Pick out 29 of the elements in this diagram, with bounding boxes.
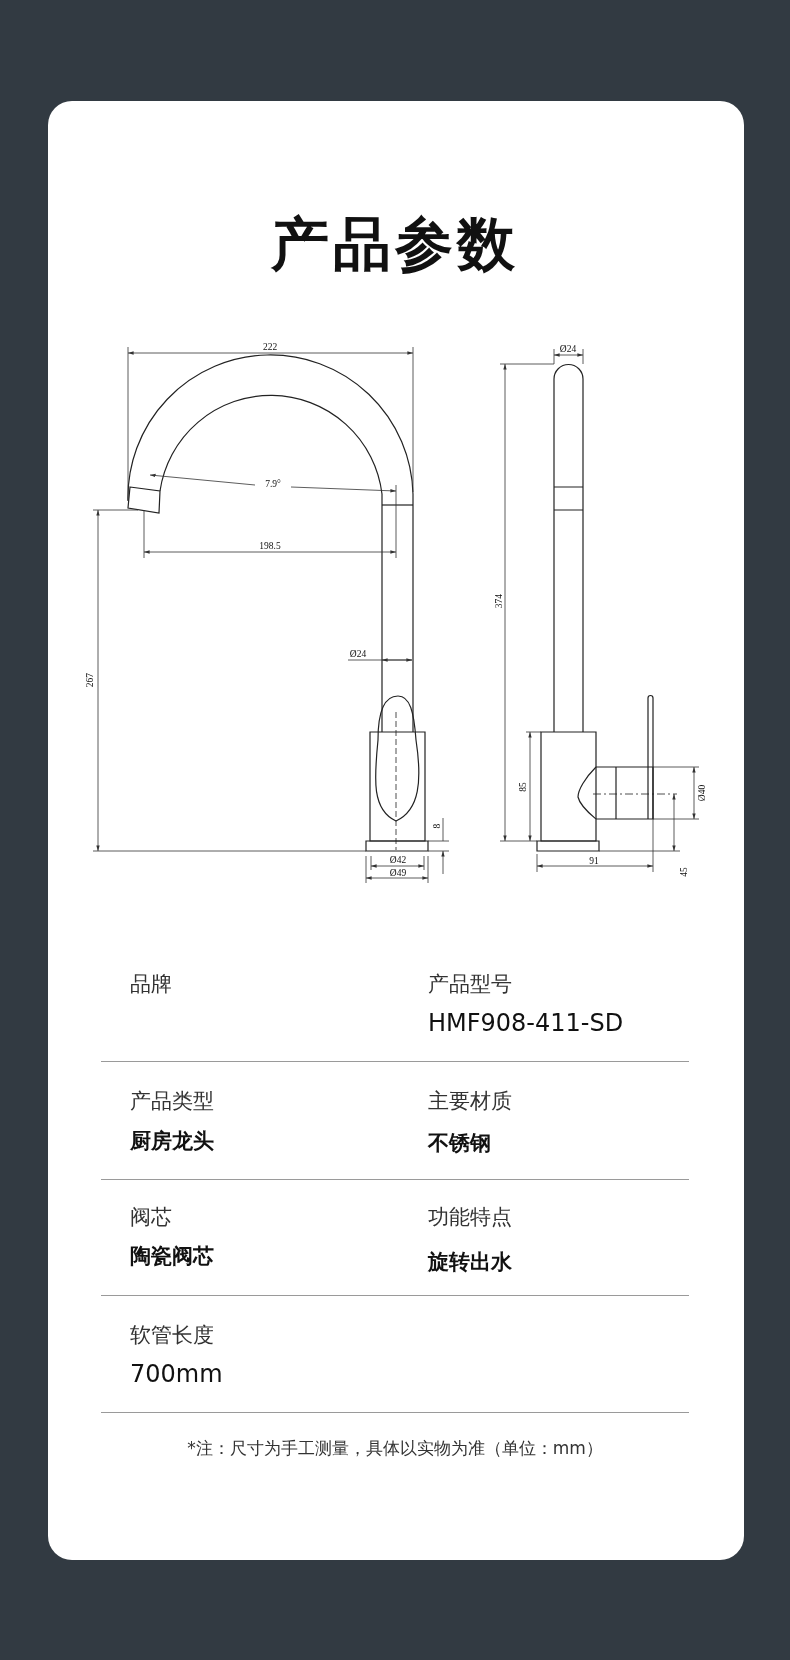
- page-title: 产品参数: [270, 209, 520, 280]
- spec-value: 700mm: [130, 1361, 223, 1389]
- spec-value: 厨房龙头: [130, 1128, 214, 1154]
- dimension-label: 8: [431, 823, 443, 829]
- angle-label: 7.9°: [265, 478, 281, 490]
- dimension-label: 85: [517, 782, 529, 792]
- dimension-label: 198.5: [259, 540, 281, 552]
- diameter-label: Ø24: [559, 343, 577, 355]
- diameter-label: Ø24: [349, 648, 367, 660]
- spec-value: HMF908-411-SD: [428, 1010, 624, 1038]
- spec-value: 陶瓷阀芯: [130, 1243, 214, 1269]
- spec-name: 主要材质: [428, 1088, 512, 1114]
- dimension-label: 91: [589, 855, 599, 867]
- spec-name: 产品类型: [130, 1088, 214, 1114]
- spec-name: 阀芯: [130, 1204, 172, 1230]
- diameter-label: Ø40: [696, 784, 708, 802]
- diameter-label: Ø42: [389, 854, 407, 866]
- footnote: *注：尺寸为手工测量，具体以实物为准（单位：mm）: [187, 1439, 603, 1459]
- spec-value: 旋转出水: [428, 1249, 512, 1275]
- diameter-label: Ø49: [389, 867, 407, 879]
- dimension-label: 267: [84, 672, 96, 688]
- dimension-label: 45: [678, 867, 690, 877]
- spec-value: 不锈钢: [428, 1130, 491, 1156]
- spec-name: 功能特点: [428, 1204, 512, 1230]
- spec-name: 品牌: [130, 971, 172, 997]
- spec-name: 软管长度: [130, 1322, 214, 1348]
- dimension-label: 222: [262, 341, 278, 353]
- dimension-label: 374: [493, 593, 505, 609]
- spec-name: 产品型号: [428, 971, 512, 997]
